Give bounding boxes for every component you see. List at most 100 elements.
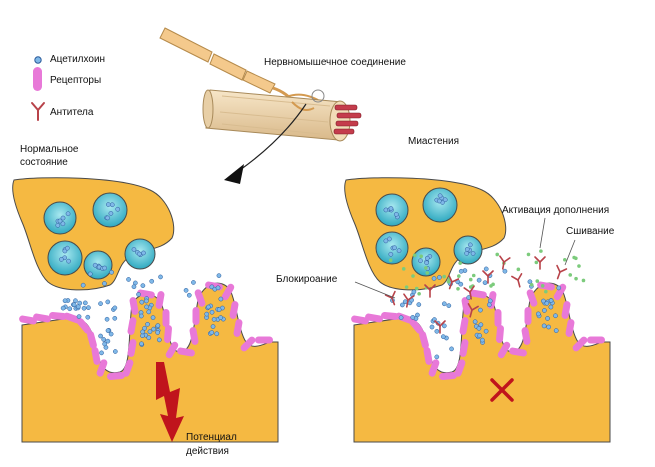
acetylcholine <box>141 250 146 256</box>
acetylcholine <box>556 285 562 291</box>
acetylcholine <box>441 323 447 329</box>
receptor <box>76 318 92 334</box>
acetylcholine <box>545 316 550 321</box>
acetylcholine <box>101 337 107 342</box>
acetylcholine <box>98 333 103 339</box>
antibody-stem <box>391 297 396 306</box>
normal-receptors <box>19 281 273 380</box>
acetylcholine <box>437 275 442 280</box>
complement-particle <box>574 256 578 261</box>
receptor <box>122 359 134 377</box>
acetylcholine <box>429 324 435 330</box>
receptor <box>459 317 469 335</box>
complement-particle <box>401 267 406 271</box>
acetylcholine <box>85 314 91 320</box>
acetylcholine <box>60 305 66 311</box>
receptor <box>229 301 239 319</box>
receptor <box>494 309 502 327</box>
complement-particle <box>412 253 417 258</box>
acetylcholine <box>211 317 217 322</box>
acetylcholine <box>449 346 454 352</box>
antibody <box>403 293 415 308</box>
acetylcholine <box>483 328 489 334</box>
complement-particle <box>456 287 460 291</box>
receptor <box>565 319 575 337</box>
normal-acetylcholine-cloud <box>60 265 226 356</box>
antibody <box>448 274 460 290</box>
normal-state-label-line1: Нормальное <box>20 144 79 155</box>
antibody-stem <box>405 299 409 308</box>
receptor <box>127 339 137 357</box>
acetylcholine <box>544 300 550 306</box>
antibody-arm <box>487 270 494 277</box>
acetylcholine <box>411 289 417 295</box>
acetylcholine <box>206 304 211 310</box>
acetylcholine <box>479 337 485 343</box>
crosslinking-label: Сшивание <box>566 226 615 237</box>
vesicle-acetylcholine <box>55 202 146 271</box>
acetylcholine <box>434 328 440 334</box>
receptor <box>496 325 504 343</box>
normal-panel <box>12 177 279 443</box>
receptor <box>91 347 101 365</box>
acetylcholine <box>399 302 405 308</box>
complement-particle <box>540 284 545 288</box>
antibody-stem <box>501 261 505 270</box>
receptor <box>87 331 97 349</box>
complement-particle <box>446 279 451 284</box>
acetylcholine <box>140 329 145 335</box>
receptor <box>395 312 413 324</box>
acetylcholine <box>131 247 137 252</box>
acetylcholine <box>553 328 559 333</box>
acetylcholine <box>210 324 216 329</box>
normal-state-label-line2: состояние <box>20 157 68 168</box>
acetylcholine <box>104 316 110 322</box>
acetylcholine <box>383 238 389 244</box>
acetylcholine <box>548 298 554 303</box>
antibody-arm <box>539 256 546 263</box>
antibody-icon <box>31 102 45 121</box>
antibody-arm <box>448 274 453 283</box>
acetylcholine <box>109 269 114 275</box>
antibody-arm <box>424 284 431 291</box>
acetylcholine <box>410 314 416 320</box>
receptor <box>233 319 243 337</box>
receptor <box>127 317 137 335</box>
acetylcholine <box>470 251 476 256</box>
receptor <box>365 313 383 323</box>
acetylcholine <box>55 222 61 228</box>
pointer-line <box>239 103 307 171</box>
acetylcholine <box>535 311 541 317</box>
acetylcholine <box>553 313 558 319</box>
antibody-arm <box>534 256 541 263</box>
antibody-arm <box>499 255 505 263</box>
acetylcholine <box>136 251 142 257</box>
acetylcholine <box>483 266 489 272</box>
antibody-arm <box>556 264 561 273</box>
acetylcholine <box>60 221 66 227</box>
acetylcholine <box>146 335 152 341</box>
acetylcholine <box>387 236 392 242</box>
complement-leader-line <box>539 217 546 249</box>
receptor <box>572 336 588 352</box>
receptor <box>526 289 538 307</box>
acetylcholine <box>388 206 394 211</box>
antibody-stem <box>517 279 521 288</box>
acetylcholine <box>388 251 394 257</box>
acetylcholine <box>183 287 189 293</box>
receptor <box>155 291 165 309</box>
receptor <box>419 331 429 349</box>
acetylcholine <box>441 301 447 307</box>
acetylcholine <box>86 305 91 310</box>
acetylcholine <box>150 315 156 320</box>
acetylcholine <box>115 206 121 212</box>
acetylcholine <box>65 211 71 217</box>
receptor <box>221 283 235 301</box>
acetylcholine <box>92 262 98 268</box>
complement-particle <box>468 285 473 289</box>
acetylcholine <box>133 280 138 286</box>
acetylcholine <box>102 281 107 286</box>
acetylcholine <box>140 283 146 288</box>
acetylcholine <box>108 331 114 337</box>
